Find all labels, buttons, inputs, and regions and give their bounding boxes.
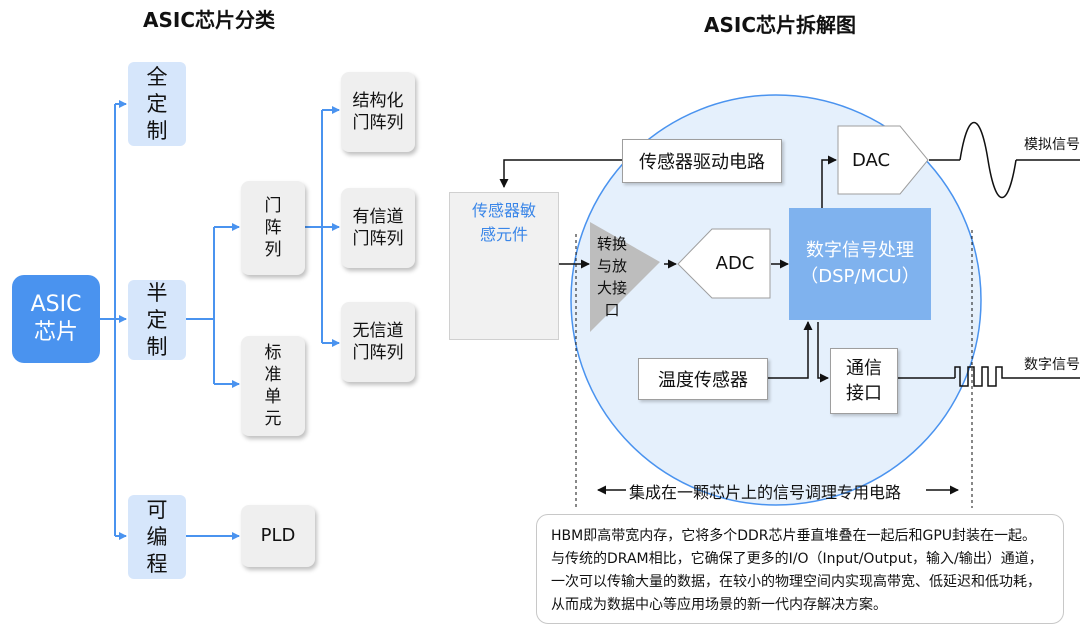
analog-signal-label: 模拟信号	[1024, 137, 1080, 153]
convert-amp-label: 转换与放大接口	[596, 235, 627, 319]
teardown-connectors	[499, 122, 1080, 495]
sensor-driver-label: 传感器驱动电路	[639, 152, 765, 173]
programmable-label: 可编程	[146, 497, 168, 576]
semi-custom-node: 半定制	[128, 280, 186, 360]
semi-custom-label: 半定制	[146, 280, 168, 359]
teardown-title: ASIC芯片拆解图	[704, 13, 857, 37]
dsp-label: 数字信号处理（DSP/MCU）	[800, 240, 920, 287]
temp-sensor-label: 温度传感器	[658, 370, 748, 391]
gate-array-node: 门阵列	[241, 181, 305, 275]
standard-cell-label: 标准单元	[264, 343, 282, 429]
channelless-gate-array-label: 无信道门阵列	[352, 321, 404, 363]
pld-label: PLD	[260, 525, 296, 546]
convert-amp-text: 转换与放大接口	[588, 222, 636, 332]
sensor-element-box: 传感器敏感元件	[449, 192, 559, 340]
integrated-circuit-label: 集成在一颗芯片上的信号调理专用电路	[629, 483, 902, 502]
adc-text: ADC	[700, 229, 770, 298]
sensor-element-label: 传感器敏感元件	[471, 201, 536, 244]
adc-label: ADC	[715, 253, 755, 274]
digital-signal-label: 数字信号	[1024, 357, 1080, 373]
asic-chip-root-label: ASIC芯片	[30, 292, 82, 345]
comm-interface-label: 通信接口	[845, 358, 882, 404]
channeled-gate-array-label: 有信道门阵列	[352, 207, 404, 249]
standard-cell-node: 标准单元	[241, 336, 305, 436]
pld-node: PLD	[241, 505, 315, 567]
structured-gate-array-label: 结构化门阵列	[352, 91, 404, 133]
temp-sensor-box: 温度传感器	[638, 358, 768, 400]
full-custom-node: 全定制	[128, 62, 186, 146]
channeled-gate-array-node: 有信道门阵列	[341, 188, 415, 268]
dsp-box: 数字信号处理（DSP/MCU）	[789, 208, 931, 320]
classification-title: ASIC芯片分类	[143, 8, 276, 32]
gate-array-label: 门阵列	[264, 196, 282, 260]
channelless-gate-array-node: 无信道门阵列	[341, 302, 415, 382]
sensor-driver-box: 传感器驱动电路	[622, 139, 782, 183]
dac-shape	[837, 125, 929, 195]
dac-label: DAC	[851, 149, 891, 171]
structured-gate-array-node: 结构化门阵列	[341, 72, 415, 152]
full-custom-label: 全定制	[146, 64, 168, 143]
comm-interface-box: 通信接口	[830, 348, 898, 414]
convert-amp-shape	[590, 222, 660, 332]
adc-shape	[677, 228, 771, 299]
dac-text: DAC	[838, 126, 904, 194]
classification-connectors	[100, 100, 340, 540]
hbm-note: HBM即高带宽内存，它将多个DDR芯片垂直堆叠在一起后和GPU封装在一起。与传统…	[536, 514, 1064, 624]
programmable-node: 可编程	[128, 495, 186, 579]
asic-chip-root: ASIC芯片	[12, 275, 100, 363]
